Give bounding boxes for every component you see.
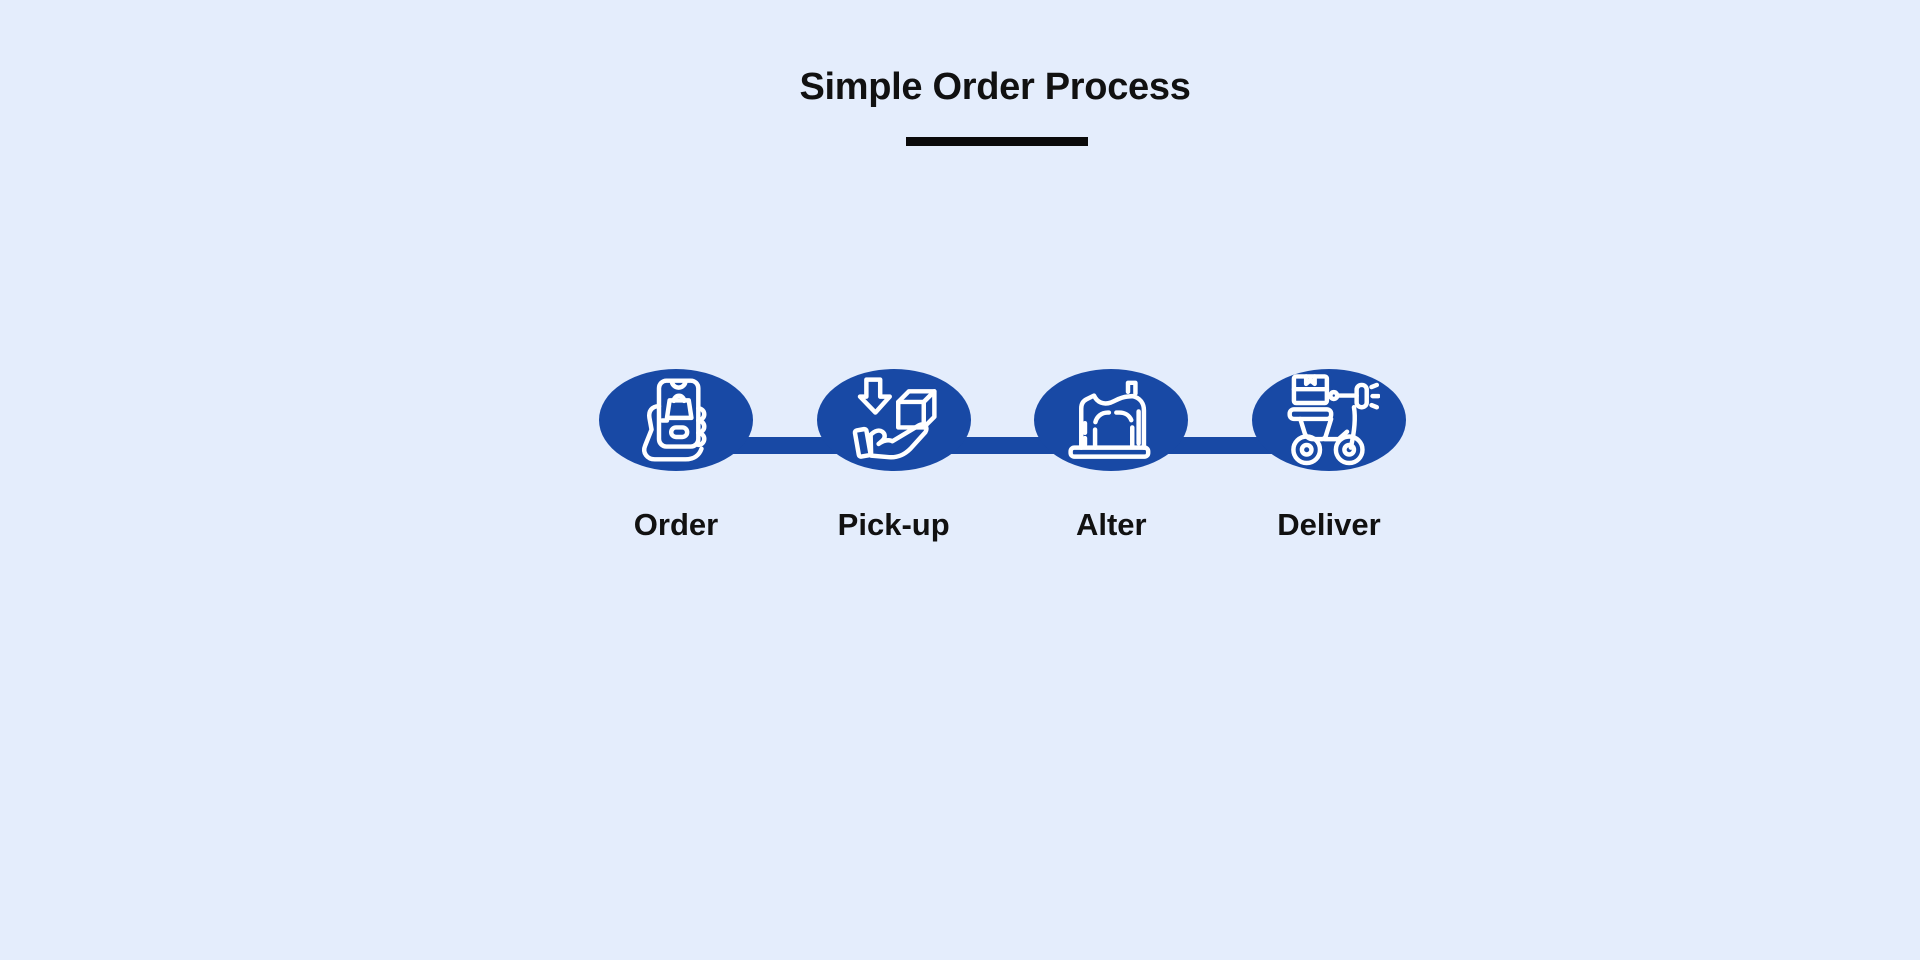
title-underline xyxy=(906,137,1088,146)
page-title: Simple Order Process xyxy=(799,66,1191,108)
delivery-scooter-icon xyxy=(1287,374,1380,466)
step-label-order: Order xyxy=(633,507,719,542)
alter-step-circle xyxy=(1034,369,1189,471)
step-label-deliver: Deliver xyxy=(1277,507,1381,542)
phone-order-icon xyxy=(642,378,707,462)
step-order: Order xyxy=(599,369,753,542)
deliver-step-circle xyxy=(1251,369,1406,471)
process-connector-line xyxy=(676,437,1329,454)
order-step-circle xyxy=(599,369,753,471)
step-deliver: Deliver xyxy=(1251,369,1406,542)
sewing-machine-icon xyxy=(1068,380,1151,459)
step-pickup: Pick-up xyxy=(816,369,971,542)
pickup-step-circle xyxy=(816,369,971,471)
step-label-alter: Alter xyxy=(1075,507,1147,542)
step-alter: Alter xyxy=(1034,369,1189,542)
hand-receive-package-icon xyxy=(852,377,937,460)
step-label-pickup: Pick-up xyxy=(837,507,950,542)
order-process-diagram: Order Pick-up xyxy=(599,369,1406,542)
